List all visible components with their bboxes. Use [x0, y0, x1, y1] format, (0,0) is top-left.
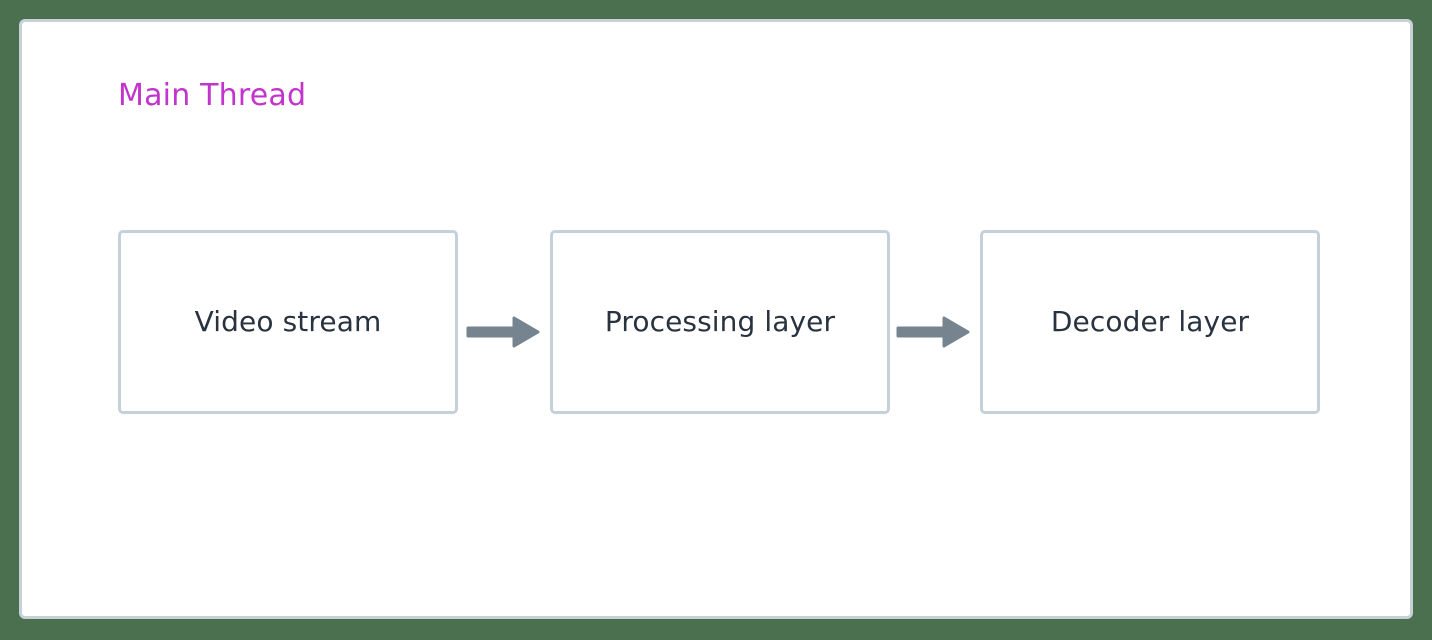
- node-video-stream[interactable]: Video stream: [118, 230, 458, 414]
- node-processing-layer[interactable]: Processing layer: [550, 230, 890, 414]
- node-label: Video stream: [194, 305, 382, 338]
- arrow-right-icon: [466, 310, 542, 354]
- node-decoder-layer[interactable]: Decoder layer: [980, 230, 1320, 414]
- swimlane-title: Main Thread: [118, 78, 307, 113]
- arrow-right-icon: [896, 310, 972, 354]
- node-label: Decoder layer: [1050, 305, 1250, 338]
- node-label: Processing layer: [604, 305, 836, 338]
- swimlane-main-thread: Main Thread Video stream Processing laye…: [19, 19, 1413, 619]
